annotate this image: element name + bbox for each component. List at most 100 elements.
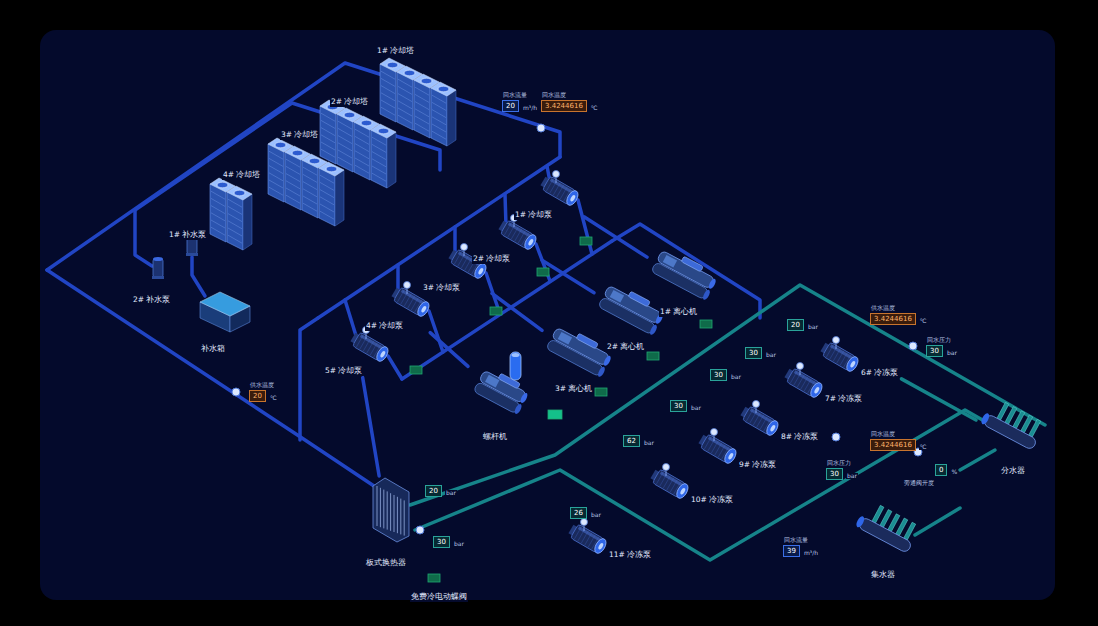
cooling-pipes <box>47 63 760 490</box>
pressure-gauge <box>404 282 411 289</box>
tower-grille <box>355 151 369 159</box>
pump-end <box>374 345 390 363</box>
cooling-pipe <box>505 194 506 226</box>
text-holder: 30 <box>670 393 687 412</box>
reading-value: 30 <box>433 536 450 548</box>
pump-end <box>415 300 431 318</box>
chilled-pipe <box>415 410 1000 560</box>
tower-grille <box>269 187 283 195</box>
header-branch <box>1029 419 1041 437</box>
tower-grille <box>338 157 352 165</box>
cooling-tower: 4# 冷却塔 <box>207 169 263 253</box>
pump-motor <box>542 176 576 205</box>
tower-grille <box>269 173 283 181</box>
pipe-connector <box>430 333 468 367</box>
equipment-label: 2# 冷却塔 <box>330 98 369 107</box>
unit-label: bar <box>846 473 858 480</box>
exchanger-plate <box>404 500 405 535</box>
status-lamp <box>580 237 592 245</box>
chilled-pipe <box>960 450 995 470</box>
text-holder: 分水器 <box>1000 458 1026 477</box>
pump-unit: 10# 冷冻泵 <box>648 459 736 507</box>
header-end <box>855 515 866 528</box>
header-branch <box>997 402 1009 420</box>
tower-module <box>431 82 456 146</box>
chiller-compressor <box>628 291 650 307</box>
pump-motor <box>786 368 820 397</box>
valve-caption: 免费冷电动蝶阀 <box>410 593 468 602</box>
text-holder: 8# 冷冻泵 <box>780 424 819 443</box>
tower-grille <box>415 87 429 95</box>
pump-unit: 8# 冷冻泵 <box>738 396 821 444</box>
pump-end <box>522 233 538 251</box>
gauges <box>232 124 922 534</box>
tower-grille <box>303 174 317 182</box>
tower-grille <box>415 102 429 110</box>
tower-top <box>371 124 396 138</box>
text-holder: 20 <box>425 478 442 497</box>
text-holder: 6# 冷冻泵 <box>860 360 899 379</box>
reading-box: 62bar <box>621 433 657 449</box>
exchanger-plate <box>397 497 398 533</box>
status-lamp <box>595 388 607 396</box>
pump-unit: 7# 冷冻泵 <box>782 358 865 406</box>
text-holder: 1# 冷却泵 <box>514 202 553 221</box>
tower-grille <box>286 159 300 167</box>
tower-side <box>335 170 344 226</box>
text-holder: 7# 冷冻泵 <box>824 386 863 405</box>
tower-grille <box>381 107 395 115</box>
makeup-pump-base <box>186 253 198 256</box>
tower-grille <box>228 206 242 214</box>
pressure-gauge <box>537 124 545 132</box>
reading-value: 0 <box>935 464 947 476</box>
exchanger-plate <box>390 493 391 531</box>
text-holder: 板式换热器 <box>365 550 407 569</box>
reading-value: 30 <box>670 400 687 412</box>
makeup-pump-top <box>153 257 163 261</box>
pressure-gauge <box>461 244 468 251</box>
gauge-stem <box>666 471 667 477</box>
header-body <box>855 499 921 553</box>
text-holder: 2# 冷却泵 <box>472 246 511 265</box>
reading-box: 20bar <box>785 317 821 333</box>
text-holder: 3# 离心机 <box>554 376 593 395</box>
pressure-gauge <box>232 388 240 396</box>
tower-grille <box>372 152 386 160</box>
tower-grille <box>286 181 300 189</box>
equipment-label: 螺杆机 <box>482 433 508 442</box>
equipment-label: 5# 冷却泵 <box>324 367 363 376</box>
picture-group <box>649 464 690 501</box>
tower-grille <box>321 142 335 150</box>
chiller-evaporator <box>552 327 611 366</box>
text-holder: 62 <box>623 428 640 447</box>
pressure-gauge <box>753 401 760 408</box>
pressure-gauge <box>511 215 518 222</box>
tower-grille <box>320 197 334 205</box>
equipment-label: 3# 离心机 <box>554 385 593 394</box>
status-lamp <box>490 307 502 315</box>
pump-body <box>739 404 780 437</box>
pump-hub <box>849 360 856 368</box>
unit-label: bar <box>453 541 465 548</box>
equipment-label: 板式换热器 <box>365 559 407 568</box>
picture-group <box>349 327 390 364</box>
pressure-gauge <box>363 327 370 334</box>
pipe-connector <box>363 378 379 476</box>
text-holder: 补水箱 <box>200 336 226 355</box>
reading-value: 20 <box>249 390 266 402</box>
chiller-body <box>546 323 615 378</box>
pump-hub <box>727 452 734 460</box>
gauge-stem <box>464 251 465 257</box>
tower-grille <box>398 86 412 94</box>
tower-front <box>210 184 226 242</box>
tower-grille <box>321 120 335 128</box>
equipment-label: 1# 补水泵 <box>168 231 207 240</box>
tower-grille <box>320 204 334 212</box>
unit-label: m³/h <box>522 105 538 112</box>
oil-separator <box>510 352 521 380</box>
pressure-gauge <box>832 433 840 441</box>
pump-shine <box>360 334 384 350</box>
chiller-compressor <box>681 256 703 272</box>
tower-front <box>337 114 353 172</box>
tower-fan <box>421 78 432 84</box>
